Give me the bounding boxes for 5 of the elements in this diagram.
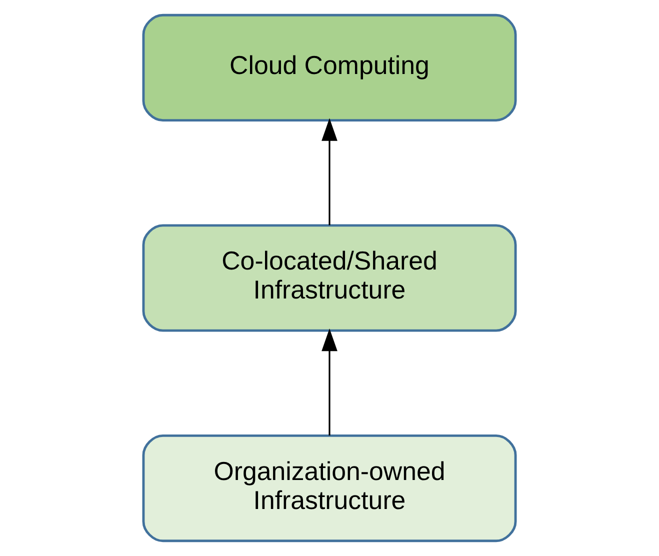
node-box: Co-located/Shared Infrastructure [142, 224, 517, 332]
arrow [322, 118, 338, 226]
node-box: Organization-owned Infrastructure [142, 434, 517, 542]
node-box: Cloud Computing [142, 14, 517, 122]
arrow [322, 328, 338, 436]
